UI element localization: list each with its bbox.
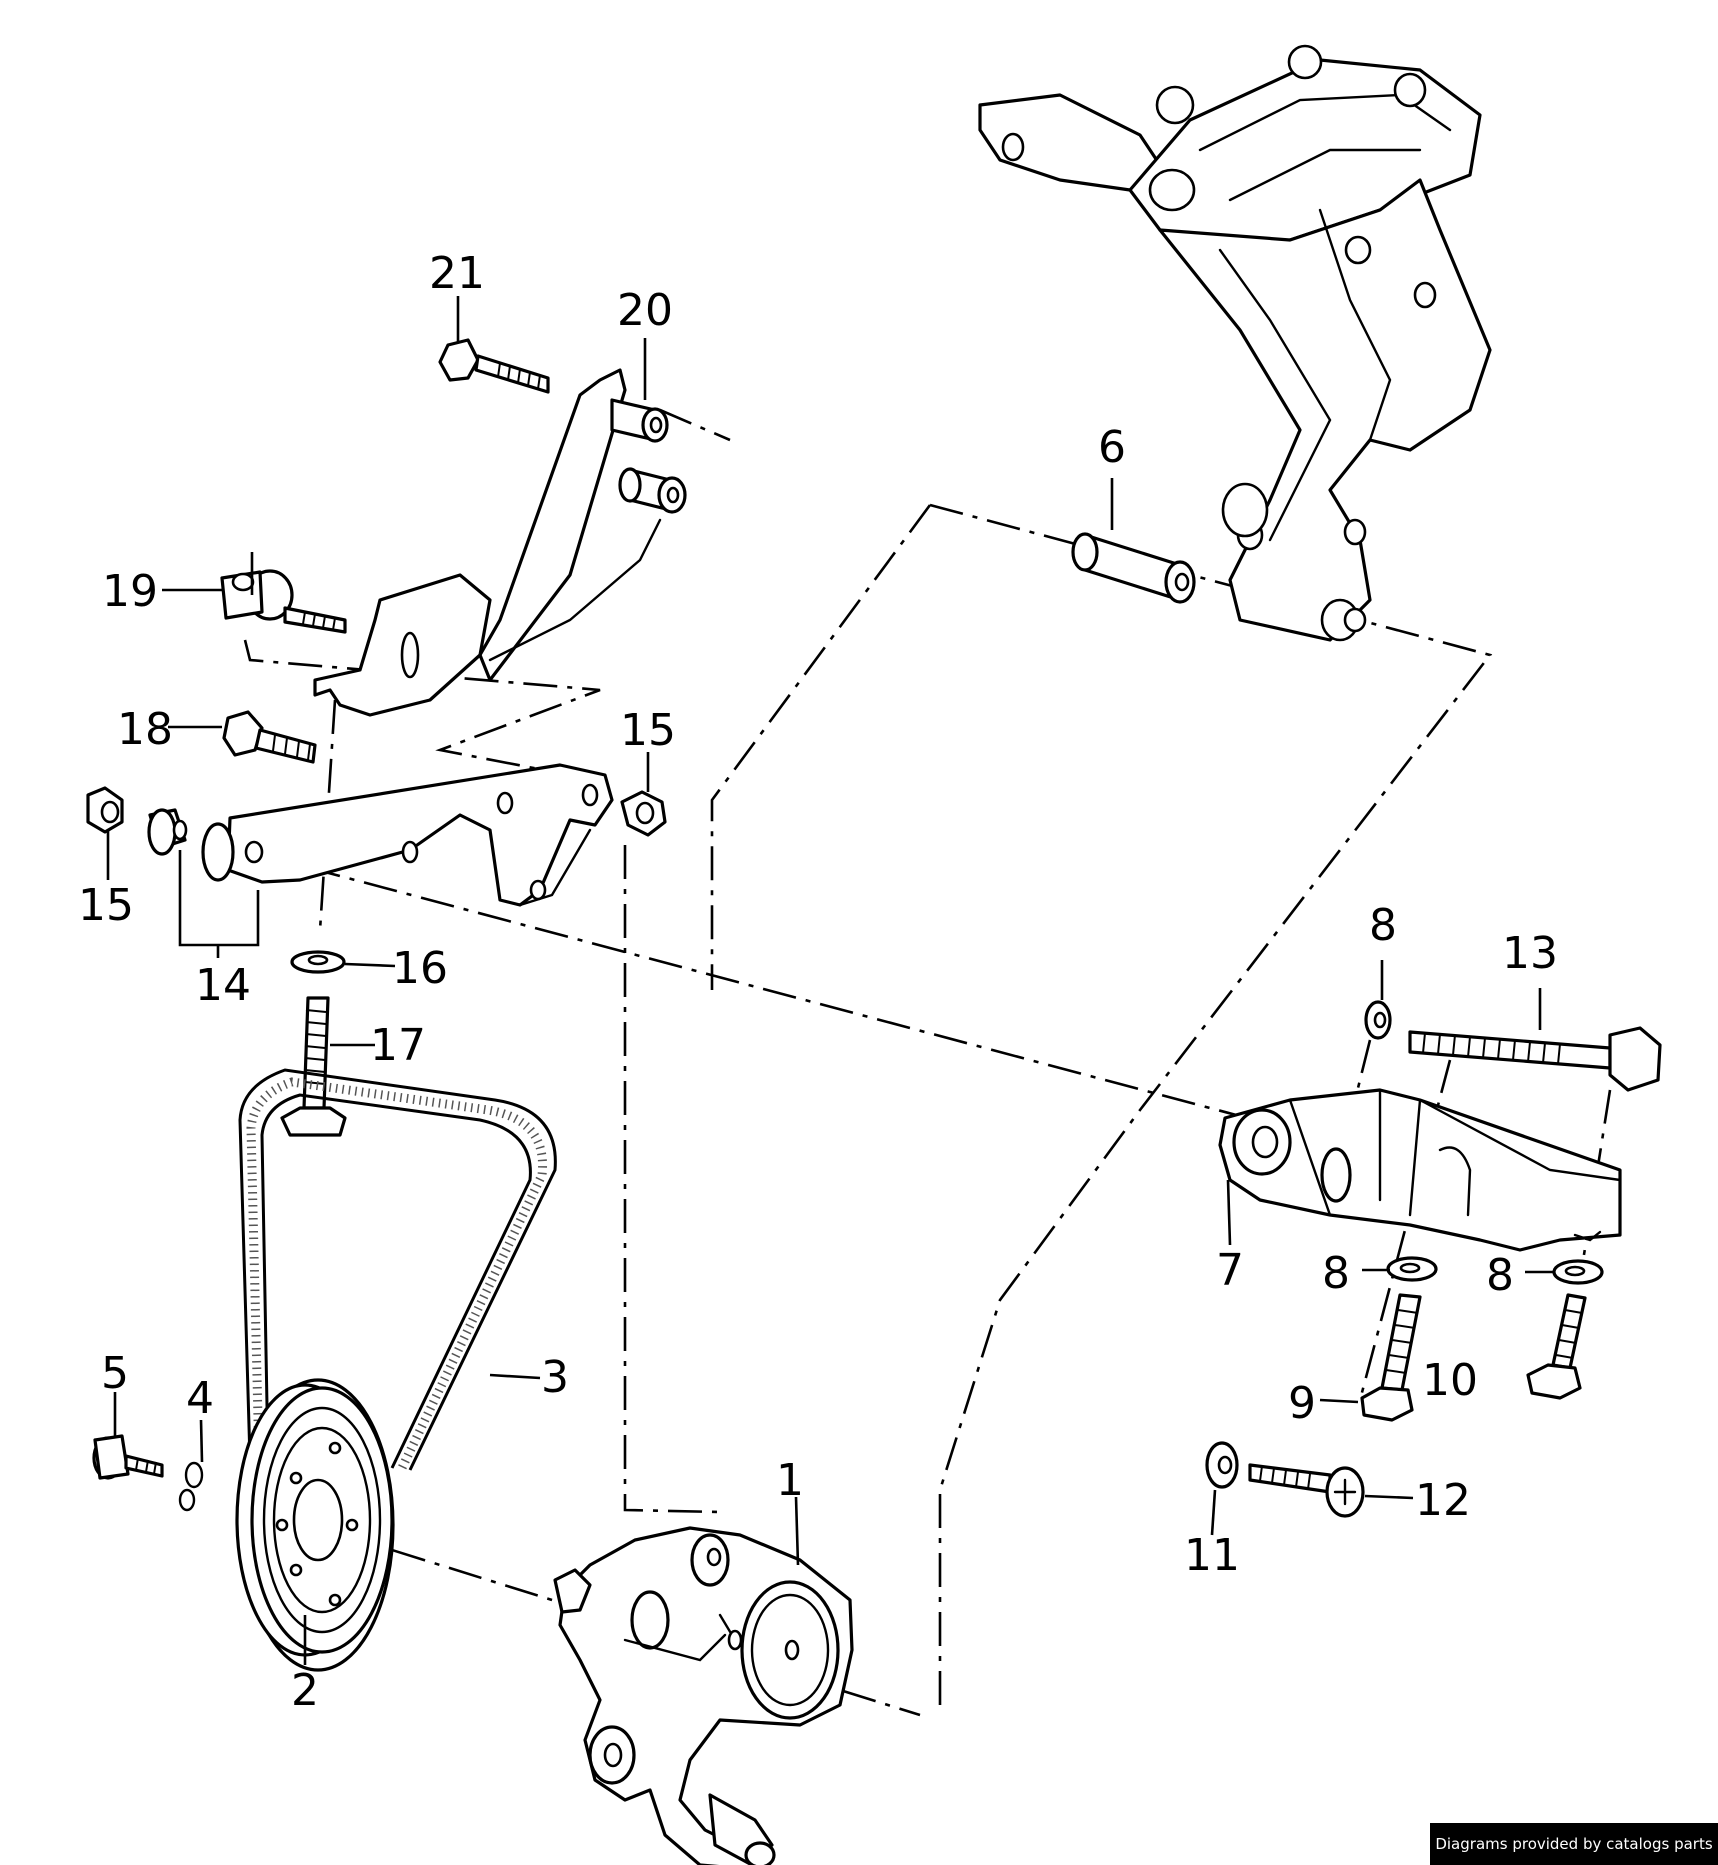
callout-labels: 1 2 3 4 5 6 7 8 8 8 9 10 11 12 13 14 15 … <box>78 248 1558 1716</box>
callout-19: 19 <box>102 566 158 617</box>
callout-1: 1 <box>776 1455 804 1506</box>
washer-11 <box>1205 1441 1239 1489</box>
callout-12: 12 <box>1415 1475 1471 1526</box>
axis-bracket-foot <box>243 639 601 777</box>
axis-arm-to-pump <box>623 845 721 1514</box>
axis-bolt-18 <box>318 699 337 931</box>
axis-bracket-right <box>929 503 1493 1710</box>
nut-15-right <box>620 790 667 837</box>
callout-6: 6 <box>1098 422 1126 473</box>
spacer-sleeve-6 <box>1071 532 1196 604</box>
credit-banner: Diagrams provided by catalogs parts <box>1430 1823 1718 1865</box>
washer-4 <box>178 1461 204 1512</box>
axis-mount-bolt-10 <box>1578 1089 1612 1281</box>
mount-bracket-7 <box>1218 1088 1622 1252</box>
leader-3 <box>489 1373 541 1380</box>
bolt-10 <box>1526 1293 1587 1400</box>
callout-11: 11 <box>1184 1530 1240 1581</box>
nut-15-left <box>86 786 124 834</box>
leader-lines <box>106 296 1555 1665</box>
leader-7 <box>1226 1179 1232 1246</box>
washer-8-mid <box>1386 1256 1438 1282</box>
callout-20: 20 <box>617 285 673 336</box>
pulley-2 <box>235 1378 395 1672</box>
callout-14: 14 <box>195 960 251 1011</box>
callout-16: 16 <box>392 943 448 994</box>
callout-18: 18 <box>117 704 173 755</box>
bolt-19 <box>220 569 347 634</box>
bolt-5 <box>92 1434 164 1480</box>
bolt-13 <box>1408 1026 1662 1092</box>
leader-1 <box>794 1496 800 1566</box>
axis-bracket-left <box>710 504 932 990</box>
callout-4: 4 <box>186 1373 214 1424</box>
callout-21: 21 <box>429 248 485 299</box>
callout-9: 9 <box>1288 1378 1316 1429</box>
bolt-9 <box>1360 1293 1422 1422</box>
callout-13: 13 <box>1502 928 1558 979</box>
arm-plate-14 <box>201 763 614 907</box>
callout-10: 10 <box>1422 1355 1478 1406</box>
bolt-18 <box>222 710 317 764</box>
v-belt-3 <box>238 1068 557 1472</box>
axis-bracket-bolt <box>659 408 731 442</box>
bolt-12 <box>1248 1463 1365 1518</box>
callout-15-left: 15 <box>78 880 134 931</box>
credit-text: Diagrams provided by catalogs parts <box>1435 1835 1713 1853</box>
upper-bracket-20 <box>313 368 687 717</box>
washer-8-right <box>1552 1259 1604 1285</box>
callout-15-right: 15 <box>620 705 676 756</box>
callout-3: 3 <box>541 1352 569 1403</box>
leader-16 <box>344 962 396 968</box>
spacer-14 <box>147 808 188 856</box>
engine-bracket <box>978 44 1492 642</box>
callout-8-right: 8 <box>1486 1250 1514 1301</box>
bolt-17 <box>280 996 347 1137</box>
leader-4 <box>199 1419 204 1463</box>
leader-12 <box>1364 1494 1414 1500</box>
pump-1 <box>553 1526 854 1865</box>
callout-8-top: 8 <box>1369 900 1397 951</box>
callout-2: 2 <box>291 1665 319 1716</box>
callout-7: 7 <box>1216 1245 1244 1296</box>
washer-8-top <box>1364 1000 1392 1040</box>
callout-5: 5 <box>101 1348 129 1399</box>
callout-8-mid: 8 <box>1322 1248 1350 1299</box>
washer-16 <box>290 950 346 974</box>
callout-17: 17 <box>370 1020 426 1071</box>
leader-9 <box>1319 1398 1359 1404</box>
axis-arm-to-mount <box>249 850 1331 1142</box>
bolt-21 <box>438 338 550 394</box>
leader-11 <box>1210 1489 1217 1536</box>
